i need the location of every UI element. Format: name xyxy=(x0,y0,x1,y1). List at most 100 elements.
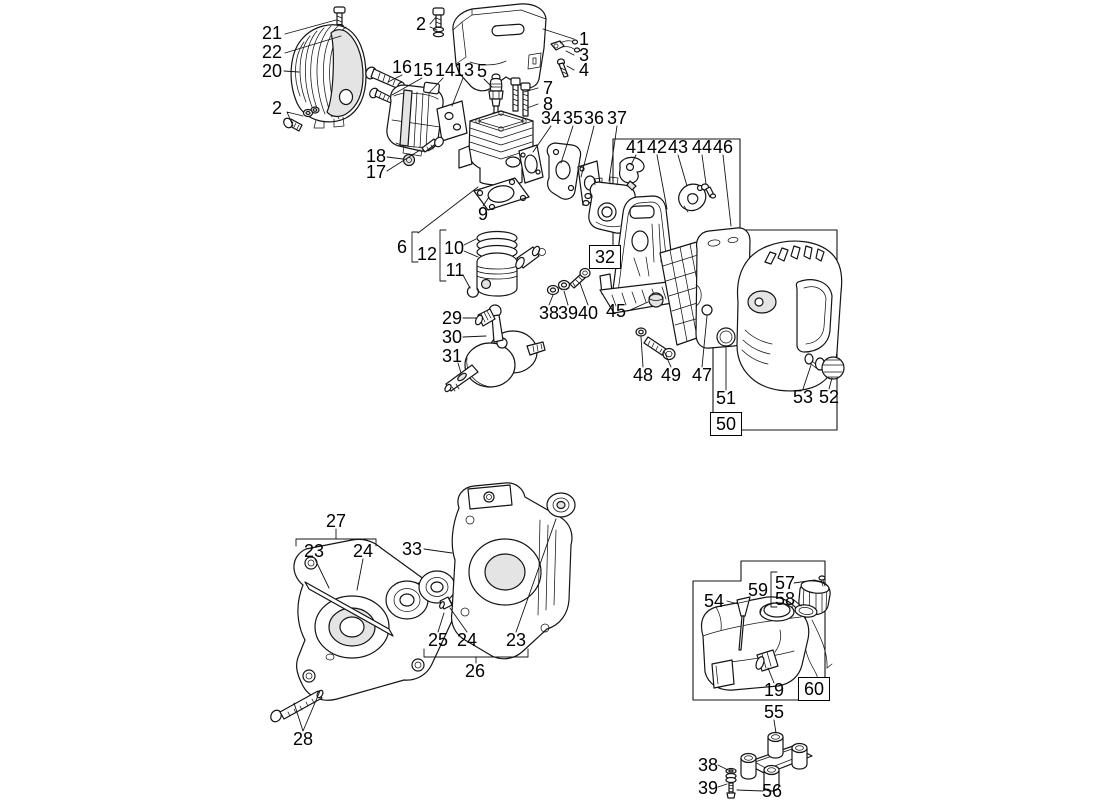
part-callout-17: 17 xyxy=(365,162,387,182)
part-piston xyxy=(476,252,518,297)
part-callout-27: 27 xyxy=(325,511,347,531)
part-19-fuel-filter xyxy=(755,629,782,672)
part-callout-16: 16 xyxy=(391,57,413,77)
part-callout-39: 39 xyxy=(697,778,719,798)
part-44-screw xyxy=(700,183,717,199)
part-callout-41: 41 xyxy=(625,137,647,157)
part-56-screw xyxy=(726,782,736,799)
part-callout-3: 3 xyxy=(578,45,590,65)
part-5-spark-plug xyxy=(488,73,504,114)
part-callout-39: 39 xyxy=(557,303,579,323)
part-49-bolt xyxy=(643,336,676,361)
part-callout-60: 60 xyxy=(797,677,831,701)
part-17-screw xyxy=(421,136,444,153)
part-2-bolt-top xyxy=(432,7,445,38)
part-45-grommet xyxy=(648,292,664,308)
part-31-woodruff-key xyxy=(457,372,467,382)
part-callout-52: 52 xyxy=(818,387,840,407)
part-callout-45: 45 xyxy=(605,301,627,321)
part-callout-22: 22 xyxy=(261,42,283,62)
part-callout-21: 21 xyxy=(261,23,283,43)
part-callout-20: 20 xyxy=(261,61,283,81)
part-callout-29: 29 xyxy=(441,308,463,328)
part-callout-10: 10 xyxy=(443,238,465,258)
part-51-o-ring xyxy=(716,327,736,347)
bracket-59 xyxy=(770,571,778,608)
part-2-bolt-washer-set-left xyxy=(283,106,320,132)
part-callout-43: 43 xyxy=(667,137,689,157)
part-35-intake-manifold xyxy=(546,142,582,200)
part-callout-14: 14 xyxy=(434,60,456,80)
part-48-washer xyxy=(635,327,647,337)
part-crankshaft xyxy=(444,330,546,393)
part-callout-50: 50 xyxy=(709,412,743,436)
part-18-plug xyxy=(402,153,416,167)
part-callout-51: 51 xyxy=(715,388,737,408)
part-11-circlip xyxy=(466,286,479,298)
part-callout-7: 7 xyxy=(542,78,554,98)
leader-lines xyxy=(283,16,833,792)
part-callout-23: 23 xyxy=(505,630,527,650)
part-43-cam-lever xyxy=(678,183,707,213)
part-callout-47: 47 xyxy=(691,365,713,385)
part-29-needle-bearing xyxy=(474,308,496,327)
part-33-crankcase-half-right xyxy=(450,482,573,660)
part-callout-1: 1 xyxy=(578,29,590,49)
part-34-gasket xyxy=(518,144,544,184)
part-40-bolt xyxy=(569,267,591,289)
part-callout-2: 2 xyxy=(271,98,283,118)
part-callout-15: 15 xyxy=(412,60,434,80)
part-callout-33: 33 xyxy=(401,539,423,559)
part-callout-56: 56 xyxy=(761,781,783,800)
part-callout-44: 44 xyxy=(691,137,713,157)
part-50-engine-cover xyxy=(736,240,843,392)
part-cap-screw xyxy=(818,575,826,587)
part-55-fuel-tank xyxy=(700,596,810,691)
part-callout-58: 58 xyxy=(774,589,796,609)
part-callout-9: 9 xyxy=(477,204,489,224)
part-38-washer-b xyxy=(725,767,737,784)
group-box-60 xyxy=(692,560,826,701)
part-callout-19: 19 xyxy=(763,680,785,700)
part-8-bolt xyxy=(520,82,531,117)
part-callout-6: 6 xyxy=(396,237,408,257)
part-callout-11: 11 xyxy=(445,260,465,280)
bracket-12 xyxy=(439,229,447,282)
part-callout-25: 25 xyxy=(427,630,449,650)
part-wrist-pin xyxy=(515,245,546,270)
part-9-gasket xyxy=(473,177,530,211)
bracket-6 xyxy=(411,231,419,263)
part-callout-46: 46 xyxy=(712,137,734,157)
part-24-bearing-b xyxy=(418,570,456,604)
part-callout-24: 24 xyxy=(456,630,478,650)
part-callout-5: 5 xyxy=(476,61,488,81)
part-callout-8: 8 xyxy=(542,94,554,114)
part-7-bolt xyxy=(510,77,521,112)
part-13-gasket xyxy=(436,100,468,142)
part-callout-57: 57 xyxy=(774,573,796,593)
part-callout-28: 28 xyxy=(292,729,314,749)
part-callout-2: 2 xyxy=(415,14,427,34)
part-10-piston-rings xyxy=(476,230,518,260)
part-callout-12: 12 xyxy=(416,244,438,264)
part-callout-42: 42 xyxy=(646,137,668,157)
part-4-screw xyxy=(556,58,569,78)
part-callout-49: 49 xyxy=(660,365,682,385)
part-callout-13: 13 xyxy=(453,60,475,80)
part-callout-26: 26 xyxy=(464,661,486,681)
part-callout-53: 53 xyxy=(792,387,814,407)
part-callout-30: 30 xyxy=(441,327,463,347)
part-callout-35: 35 xyxy=(562,108,584,128)
part-callout-37: 37 xyxy=(606,108,628,128)
part-callout-31: 31 xyxy=(441,346,463,366)
part-callout-32: 32 xyxy=(588,245,622,269)
part-callout-18: 18 xyxy=(365,146,387,166)
part-callout-54: 54 xyxy=(703,591,725,611)
part-callout-24: 24 xyxy=(352,541,374,561)
part-41-choke-lever xyxy=(618,156,645,191)
part-callout-59: 59 xyxy=(747,580,769,600)
part-1-engine-top-cover xyxy=(452,3,547,92)
part-38-washer xyxy=(546,284,560,296)
